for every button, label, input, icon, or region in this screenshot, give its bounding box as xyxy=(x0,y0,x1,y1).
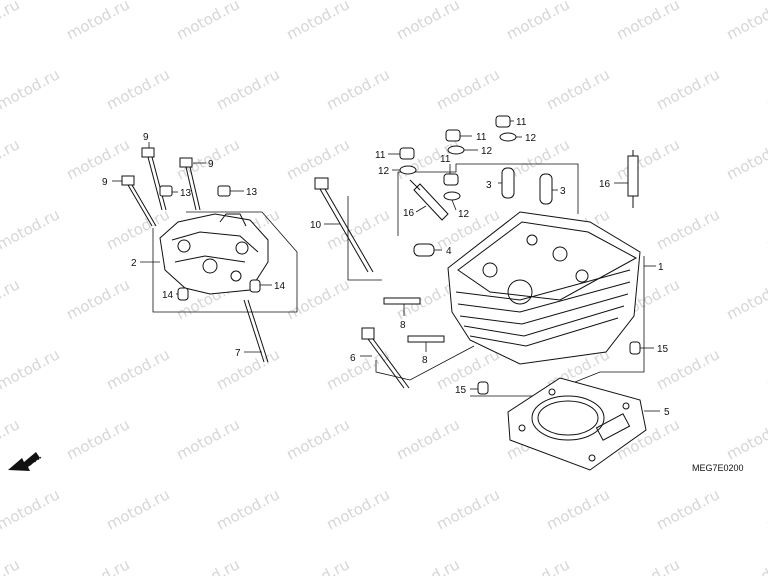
watermark-text: motod.ru xyxy=(543,485,612,533)
callout-12c: 12 xyxy=(525,133,537,144)
head-gasket-group xyxy=(507,377,660,471)
watermark-text: motod.ru xyxy=(393,415,462,463)
watermark-text: motod.ru xyxy=(63,275,132,323)
callout-8b: 8 xyxy=(422,355,428,366)
watermark-text: motod.ru xyxy=(0,205,63,253)
watermark-text: motod.ru xyxy=(613,135,682,183)
watermark-text: motod.ru xyxy=(393,555,462,576)
watermark-text: motod.ru xyxy=(653,65,722,113)
watermark-text: motod.ru xyxy=(173,555,242,576)
callout-11a: 11 xyxy=(375,150,386,161)
watermark-text: motod.ru xyxy=(0,415,23,463)
bolts-studs-group xyxy=(314,177,475,389)
callout-14b: 14 xyxy=(274,281,286,292)
cylinder-head-group xyxy=(397,163,656,397)
watermark-text: motod.ru xyxy=(763,205,768,253)
watermark-text: motod.ru xyxy=(763,485,768,533)
watermark-text: motod.ru xyxy=(213,485,282,533)
watermark-text: motod.ru xyxy=(503,0,572,44)
watermark-text: motod.ru xyxy=(283,415,352,463)
watermark-text: motod.ru xyxy=(503,555,572,576)
watermark-text: motod.ru xyxy=(323,345,392,393)
watermark-text: motod.ru xyxy=(63,415,132,463)
watermark-text: motod.ru xyxy=(723,0,768,44)
watermark-text: motod.ru xyxy=(433,65,502,113)
watermark-text: motod.ru xyxy=(173,415,242,463)
watermark-text: motod.ru xyxy=(283,275,352,323)
watermark-text: motod.ru xyxy=(213,345,282,393)
diagram-code: MEG7E0200 xyxy=(692,463,744,473)
watermark-text: motod.ru xyxy=(103,485,172,533)
watermark-text: motod.ru xyxy=(283,0,352,44)
callout-12d: 12 xyxy=(458,209,470,220)
callout-1: 1 xyxy=(658,262,664,273)
front-arrow-icon: FR. xyxy=(8,451,43,471)
callout-9a: 9 xyxy=(143,132,149,143)
callout-5: 5 xyxy=(664,407,670,418)
callout-9b: 9 xyxy=(208,159,214,170)
watermark-text: motod.ru xyxy=(763,345,768,393)
callout-9c: 9 xyxy=(102,177,108,188)
callout-13a: 13 xyxy=(180,188,192,199)
callout-11d: 11 xyxy=(440,154,451,165)
watermark-text: motod.ru xyxy=(763,65,768,113)
watermark-text: motod.ru xyxy=(283,555,352,576)
watermark-text: motod.ru xyxy=(0,65,63,113)
watermark-text: motod.ru xyxy=(63,0,132,44)
watermark-text: motod.ru xyxy=(323,485,392,533)
watermark-text: motod.ru xyxy=(723,275,768,323)
watermark-text: motod.ru xyxy=(173,0,242,44)
watermark-text: motod.ru xyxy=(0,275,23,323)
callout-10: 10 xyxy=(310,220,322,231)
watermark-text: motod.ru xyxy=(0,485,63,533)
callout-labels: 1 2 3 3 4 5 6 7 8 8 9 9 9 10 11 11 11 11… xyxy=(102,117,670,418)
watermark-text: motod.ru xyxy=(0,135,23,183)
watermark-text: motod.ru xyxy=(213,65,282,113)
watermark-text: motod.ru xyxy=(723,555,768,576)
watermark-text: motod.ru xyxy=(433,345,502,393)
watermark-text: motod.ru xyxy=(723,135,768,183)
rocker-holder-group xyxy=(112,142,298,363)
watermark-text: motod.ru xyxy=(323,65,392,113)
watermark-text: motod.ru xyxy=(543,65,612,113)
watermark-text: motod.ru xyxy=(283,135,352,183)
watermark-text: motod.ru xyxy=(613,555,682,576)
watermark-text: motod.ru xyxy=(653,205,722,253)
callout-4: 4 xyxy=(446,246,452,257)
watermark-text: motod.ru xyxy=(653,485,722,533)
callout-11c: 11 xyxy=(516,117,527,128)
watermark-text: motod.ru xyxy=(433,485,502,533)
callout-3b: 3 xyxy=(560,186,566,197)
watermark-text: motod.ru xyxy=(0,345,63,393)
callout-12a: 12 xyxy=(378,166,390,177)
watermark-text: motod.ru xyxy=(63,555,132,576)
watermark-text: motod.ru xyxy=(0,0,23,44)
callout-7: 7 xyxy=(235,348,241,359)
caps-plugs-group xyxy=(388,115,639,221)
callout-3a: 3 xyxy=(486,180,492,191)
watermark-text: motod.ru xyxy=(103,345,172,393)
callout-16a: 16 xyxy=(403,208,415,219)
callout-13b: 13 xyxy=(246,187,258,198)
callout-12b: 12 xyxy=(481,146,493,157)
callout-15b: 15 xyxy=(455,385,467,396)
callout-2: 2 xyxy=(131,258,137,269)
watermark-text: motod.ru xyxy=(393,0,462,44)
callout-15a: 15 xyxy=(657,344,669,355)
watermark-text: motod.ru xyxy=(103,65,172,113)
callout-8a: 8 xyxy=(400,320,406,331)
watermark-text: motod.ru xyxy=(723,415,768,463)
callout-16b: 16 xyxy=(599,179,611,190)
watermark-text: motod.ru xyxy=(0,555,23,576)
watermark-text: motod.ru xyxy=(613,0,682,44)
callout-14a: 14 xyxy=(162,290,174,301)
callout-11b: 11 xyxy=(476,132,487,143)
callout-6: 6 xyxy=(350,353,356,364)
